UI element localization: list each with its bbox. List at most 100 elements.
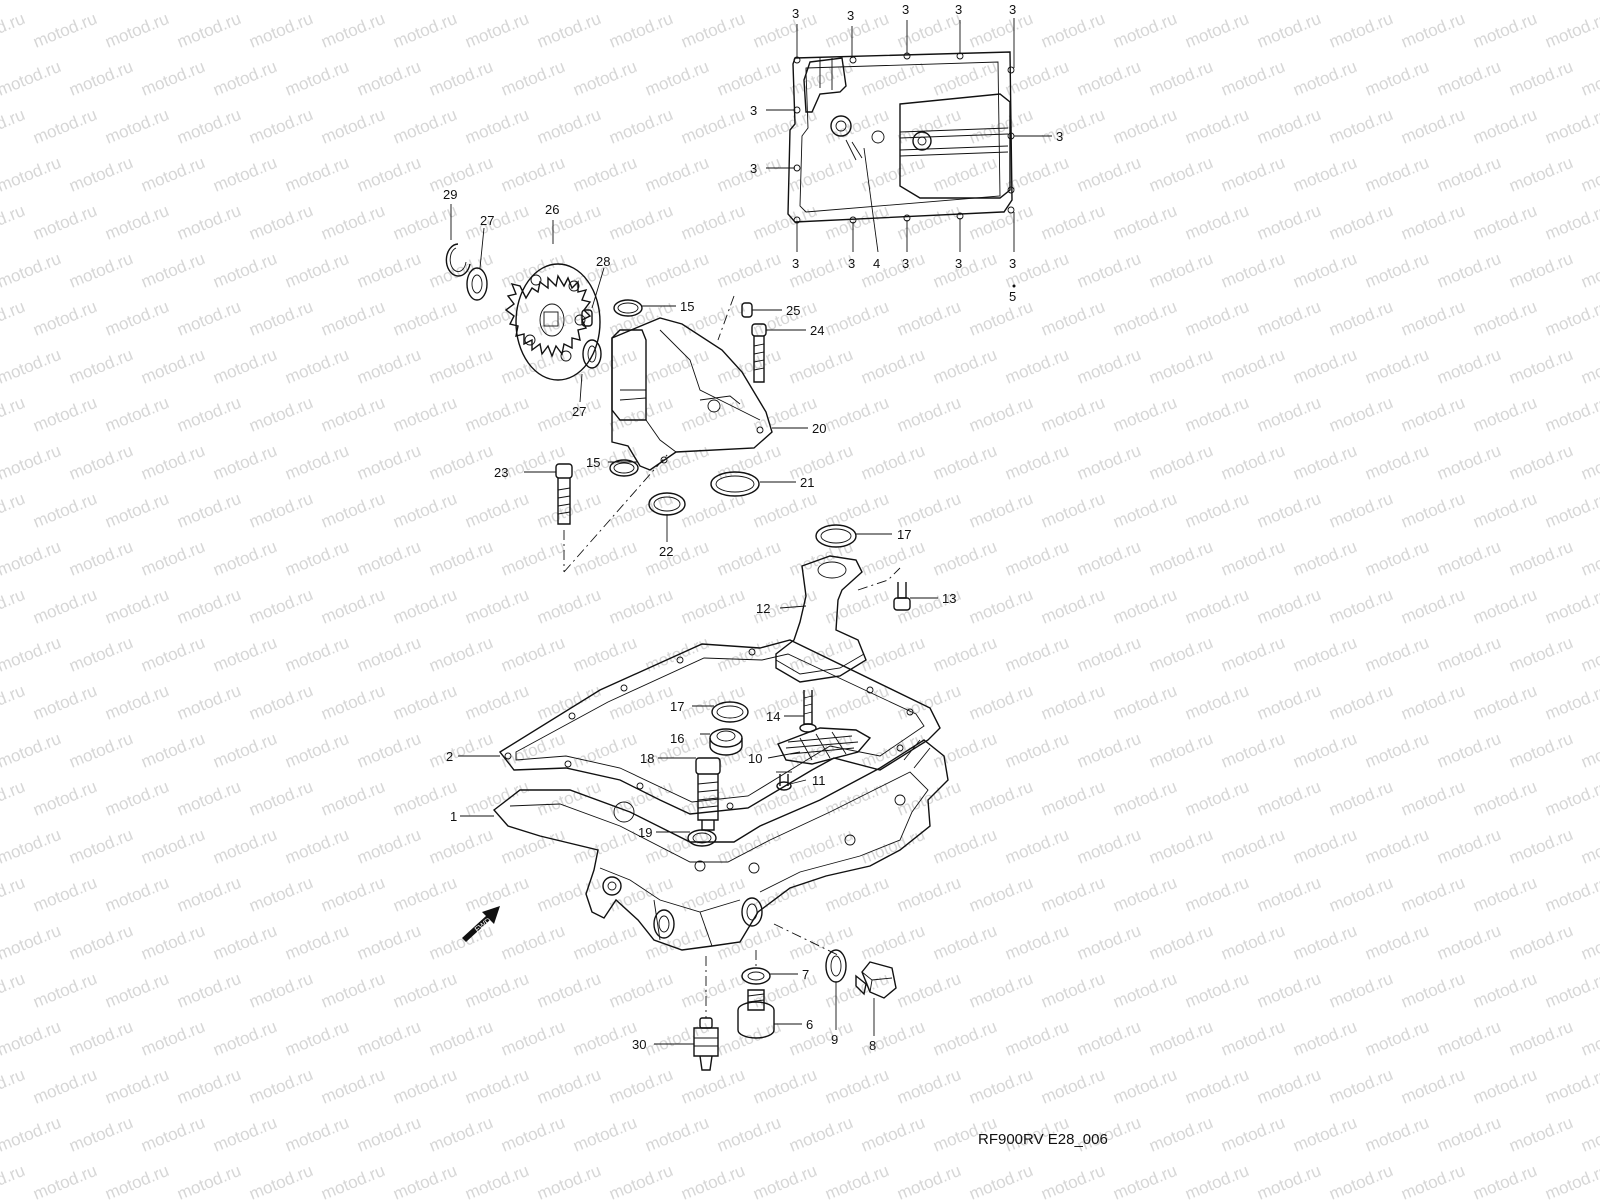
watermark-text: motod.ru [678, 1065, 747, 1108]
watermark-text: motod.ru [1506, 825, 1575, 868]
watermark-text: motod.ru [1038, 873, 1107, 916]
watermark-text: motod.ru [606, 489, 675, 532]
watermark-text: motod.ru [750, 681, 819, 724]
watermark-text: motod.ru [0, 1017, 64, 1060]
watermark-text: motod.ru [1218, 1017, 1287, 1060]
watermark-text: motod.ru [1434, 249, 1503, 292]
watermark-text: motod.ru [966, 489, 1035, 532]
watermark-text: motod.ru [1578, 441, 1600, 484]
watermark-text: motod.ru [462, 297, 531, 340]
watermark-text: motod.ru [1398, 489, 1467, 532]
watermark-text: motod.ru [246, 681, 315, 724]
watermark-text: motod.ru [246, 489, 315, 532]
callout-9: 9 [831, 1032, 838, 1047]
watermark-text: motod.ru [426, 1113, 495, 1156]
watermark-text: motod.ru [1146, 153, 1215, 196]
watermark-text: motod.ru [102, 201, 171, 244]
callout-24: 24 [810, 323, 824, 338]
watermark-text: motod.ru [1038, 105, 1107, 148]
watermark-text: motod.ru [102, 1065, 171, 1108]
watermark-text: motod.ru [858, 729, 927, 772]
watermark-text: motod.ru [1398, 9, 1467, 52]
watermark-text: motod.ru [30, 1161, 99, 1200]
watermark-text: motod.ru [102, 777, 171, 820]
watermark-text: motod.ru [1290, 345, 1359, 388]
watermark-text: motod.ru [66, 345, 135, 388]
oil-strainer-10 [777, 727, 872, 765]
watermark-text: motod.ru [282, 921, 351, 964]
watermark-text: motod.ru [282, 825, 351, 868]
callout-3: 3 [847, 8, 854, 23]
watermark-text: motod.ru [174, 489, 243, 532]
watermark-text: motod.ru [318, 297, 387, 340]
watermark-text: motod.ru [1506, 0, 1575, 4]
watermark-text: motod.ru [66, 249, 135, 292]
watermark-text: motod.ru [1218, 729, 1287, 772]
watermark-text: motod.ru [1470, 1065, 1539, 1108]
watermark-text: motod.ru [822, 297, 891, 340]
watermark-text: motod.ru [822, 585, 891, 628]
watermark-text: motod.ru [1326, 393, 1395, 436]
watermark-text: motod.ru [1038, 297, 1107, 340]
watermark-text: motod.ru [750, 9, 819, 52]
watermark-text: motod.ru [1146, 57, 1215, 100]
watermark-text: motod.ru [786, 825, 855, 868]
oil-pump-20 [611, 317, 773, 471]
callout-3: 3 [902, 256, 909, 271]
watermark-text: motod.ru [1578, 921, 1600, 964]
watermark-text: motod.ru [1038, 969, 1107, 1012]
watermark-text: motod.ru [1110, 297, 1179, 340]
watermark-text: motod.ru [1074, 1017, 1143, 1060]
callout-3: 3 [848, 256, 855, 271]
watermark-text: motod.ru [66, 0, 135, 4]
watermark-text: motod.ru [1506, 1017, 1575, 1060]
watermark-text: motod.ru [138, 537, 207, 580]
watermark-text: motod.ru [966, 297, 1035, 340]
callout-20: 20 [812, 421, 826, 436]
watermark-text: motod.ru [102, 9, 171, 52]
watermark-text: motod.ru [894, 297, 963, 340]
watermark-text: motod.ru [0, 249, 64, 292]
watermark-text: motod.ru [570, 0, 639, 4]
watermark-text: motod.ru [1290, 633, 1359, 676]
watermark-text: motod.ru [534, 873, 603, 916]
watermark-text: motod.ru [966, 1065, 1035, 1108]
leader-lines [450, 18, 1052, 1045]
watermark-text: motod.ru [102, 1161, 171, 1200]
watermark-text: motod.ru [1002, 825, 1071, 868]
watermark-text: motod.ru [714, 57, 783, 100]
watermark-text: motod.ru [1326, 489, 1395, 532]
watermark-text: motod.ru [1434, 153, 1503, 196]
watermark-text: motod.ru [1506, 345, 1575, 388]
watermark-text: motod.ru [1542, 297, 1600, 340]
watermark-text: motod.ru [1398, 1161, 1467, 1200]
plug-30 [693, 1017, 719, 1071]
callout-25: 25 [786, 303, 800, 318]
watermark-text: motod.ru [282, 729, 351, 772]
watermark-text: motod.ru [858, 153, 927, 196]
callout-1: 1 [450, 809, 457, 824]
watermark-text: motod.ru [894, 1065, 963, 1108]
watermark-text: motod.ru [0, 57, 64, 100]
watermark-text: motod.ru [1470, 585, 1539, 628]
callout-16: 16 [670, 731, 684, 746]
watermark-text: motod.ru [1182, 681, 1251, 724]
watermark-text: motod.ru [30, 777, 99, 820]
watermark-text: motod.ru [1038, 393, 1107, 436]
watermark-text: motod.ru [606, 681, 675, 724]
watermark-text: motod.ru [894, 681, 963, 724]
watermark-text: motod.ru [246, 1065, 315, 1108]
watermark-text: motod.ru [1290, 249, 1359, 292]
watermark-text: motod.ru [1398, 777, 1467, 820]
watermark-text: motod.ru [966, 873, 1035, 916]
watermark-text: motod.ru [1146, 537, 1215, 580]
watermark-text: motod.ru [462, 1161, 531, 1200]
callout-3: 3 [1009, 2, 1016, 17]
watermark-text: motod.ru [1146, 345, 1215, 388]
watermark-text: motod.ru [210, 921, 279, 964]
watermark-text: motod.ru [1362, 1113, 1431, 1156]
watermark-text: motod.ru [462, 1065, 531, 1108]
watermark-text: motod.ru [174, 297, 243, 340]
o-ring-17-lower [711, 701, 749, 723]
